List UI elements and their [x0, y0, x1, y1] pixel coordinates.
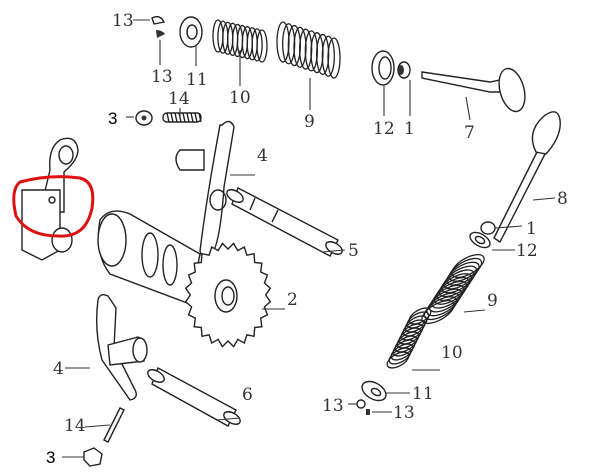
label-4: 4: [257, 146, 268, 166]
label-12: 12: [516, 241, 538, 261]
rocker-arm-bottom: [95, 293, 148, 401]
spring-coil: [406, 311, 430, 329]
label-11: 11: [412, 384, 434, 404]
outer-spring-top: [276, 21, 341, 79]
label-7: 7: [464, 123, 475, 143]
spring-coil: [321, 35, 335, 77]
rocker-shaft-top: [226, 187, 343, 257]
rocker-arm-top: [175, 120, 235, 259]
label-13: 13: [322, 396, 344, 416]
label-1: 1: [526, 219, 537, 239]
spring-coil: [251, 28, 263, 62]
inner-spring-right: [386, 307, 432, 369]
spring-seat-top: [371, 50, 395, 86]
camshaft: [97, 210, 201, 305]
inner-spring-top: [212, 19, 268, 63]
spring-coil: [451, 253, 485, 279]
label-8: 8: [557, 189, 568, 209]
spring-seat-right: [469, 231, 491, 249]
label-3: 3: [108, 109, 117, 128]
label-2: 2: [287, 290, 298, 310]
adjust-screw-bottom: [103, 407, 125, 443]
spring-coil: [443, 265, 478, 290]
label-1: 1: [404, 119, 415, 139]
spring-coil: [446, 261, 480, 286]
label-10: 10: [229, 88, 251, 108]
leader-lines: [62, 19, 556, 458]
retainer-lock-top: [151, 15, 166, 38]
nut-top: [135, 110, 153, 126]
rocker-shaft-bottom: [147, 367, 241, 427]
label-13: 13: [151, 67, 173, 87]
label-3: 3: [46, 448, 55, 467]
label-12: 12: [373, 119, 395, 139]
cam-sprocket: [184, 242, 272, 348]
label-6: 6: [242, 385, 253, 405]
spring-coil: [256, 29, 268, 63]
label-4: 4: [53, 359, 64, 379]
highlight-circle: [12, 175, 95, 238]
adjust-screw-top: [162, 112, 202, 123]
stem-seal-top: [397, 61, 411, 79]
spring-retainer-bottom: [361, 380, 387, 402]
label-14: 14: [64, 416, 86, 436]
label-10: 10: [441, 343, 463, 363]
intake-valve: [421, 67, 526, 113]
label-5: 5: [348, 241, 359, 261]
exhaust-valve: [493, 111, 561, 244]
spring-coil: [408, 307, 432, 325]
label-9: 9: [487, 291, 498, 311]
outer-spring-right: [421, 253, 485, 325]
retainer-lock-bottom: [356, 399, 370, 415]
label-11: 11: [186, 70, 208, 90]
label-13: 13: [393, 403, 415, 423]
spring-coil: [327, 37, 341, 79]
nut-bottom: [83, 447, 103, 467]
spring-retainer-top: [179, 16, 203, 48]
stem-seal-right: [480, 221, 496, 235]
label-9: 9: [304, 112, 315, 132]
label-14: 14: [168, 89, 190, 109]
label-13: 13: [112, 11, 134, 31]
cam-bracket: [21, 137, 79, 261]
spring-coil: [448, 257, 483, 282]
